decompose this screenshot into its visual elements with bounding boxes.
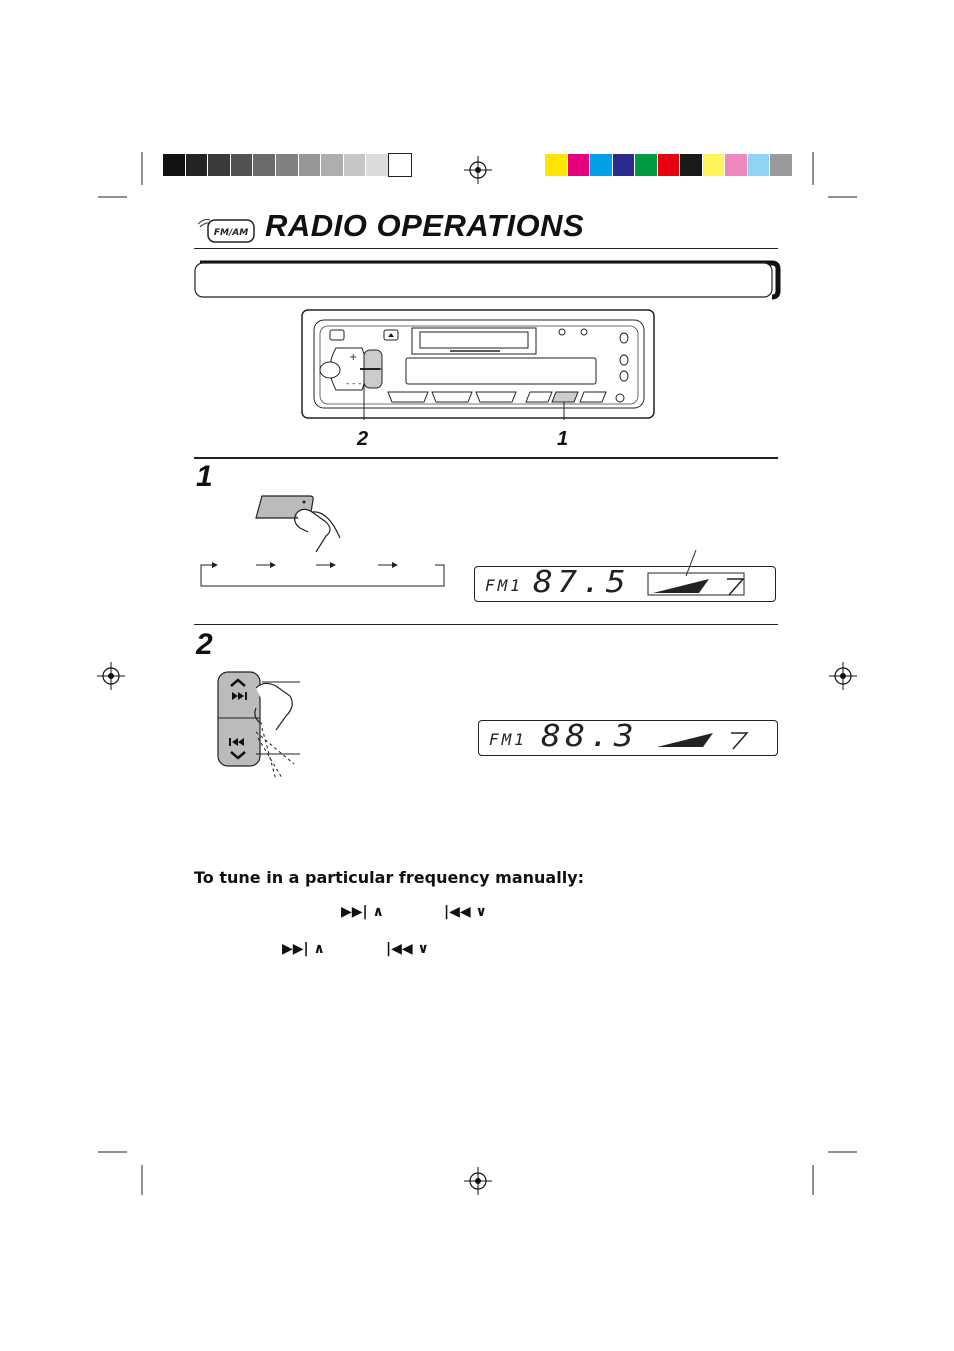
crosshair-left-icon [97,662,125,690]
lcd-display-1: FM1 87.5 [474,565,776,602]
calibration-swatch [545,154,567,176]
calibration-swatch [725,154,747,176]
calibration-swatch [657,154,679,176]
calibration-swatch [366,154,388,176]
lcd-display-2: FM1 88.3 [478,719,778,756]
next-up-icon-2: ▶▶| ∧ [282,941,325,957]
calibration-swatch [185,154,208,176]
calibration-swatch [163,154,185,176]
next-up-icon: ▶▶| ∧ [341,904,384,920]
svg-text:- - -: - - - [346,379,361,389]
prev-down-icon: |◀◀ ∨ [444,904,487,920]
callout-2: 2 [357,428,369,450]
signal-strength-icon [647,572,745,596]
manual-tuning-heading: To tune in a particular frequency manual… [194,868,585,887]
calibration-swatch [747,154,769,176]
calibration-swatch [343,154,366,176]
crosshair-right-icon [829,662,857,690]
signal-callout-line [685,549,697,577]
calibration-swatch [590,154,612,176]
calibration-swatch [321,154,343,176]
step1-number: 1 [196,460,213,493]
calibration-swatch [567,154,589,176]
car-stereo-faceplate: + - - - [301,309,655,420]
lcd2-frequency: 88.3 [541,719,639,754]
crosshair-top-icon [464,156,492,184]
step2-number: 2 [196,628,213,661]
lcd1-frequency: 87.5 [533,565,631,600]
calibration-swatch [388,153,412,177]
title-rule [194,248,778,249]
band-cycle-diagram [200,562,445,587]
calibration-swatch [276,154,298,176]
step2-rule [194,624,778,625]
section-banner [194,260,781,300]
calibration-swatch [298,154,321,176]
calibration-swatch [635,154,657,176]
press-button-hand-illustration [255,495,341,553]
callout-1: 1 [557,428,569,450]
calibration-swatch [680,154,702,176]
svg-text:FM/AM: FM/AM [214,228,248,238]
fm-am-band-icon: FM/AM [197,219,255,243]
crosshair-bottom-icon [464,1167,492,1195]
page-title: RADIO OPERATIONS [265,208,585,243]
calibration-swatch [612,154,634,176]
lcd1-band: FM1 [485,576,523,595]
signal-strength-icon-2 [657,732,749,750]
lcd2-band: FM1 [489,730,527,749]
svg-text:+: + [349,352,357,363]
seek-button-hand-illustration [217,671,300,781]
calibration-swatch [253,154,275,176]
calibration-swatch [230,154,253,176]
prev-down-icon-2: |◀◀ ∨ [386,941,429,957]
calibration-swatch [208,154,230,176]
calibration-swatch [770,154,792,176]
step1-rule [194,457,778,459]
calibration-swatch [702,154,724,176]
